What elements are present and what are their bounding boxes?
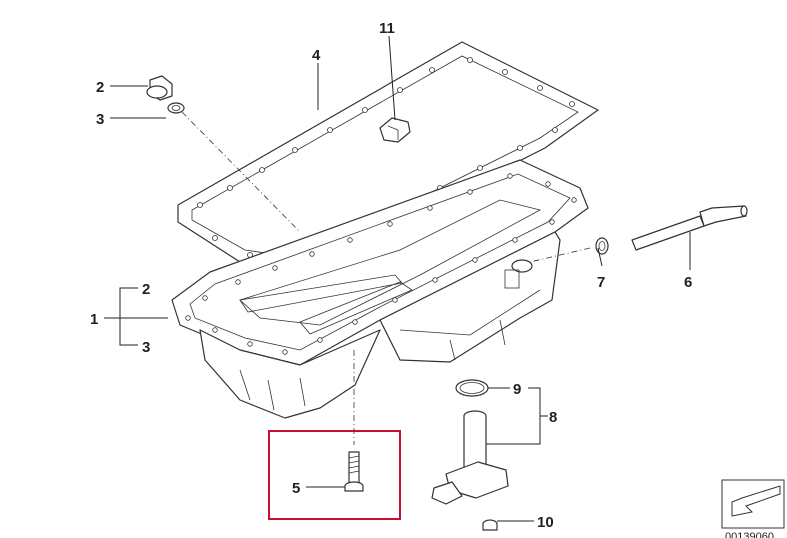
dipstick-tube [595, 205, 748, 255]
highlight-box [268, 430, 401, 520]
callout-2-bottom: 2 [142, 281, 150, 298]
reference-number: 00139060 [725, 531, 774, 538]
pan-bolt [344, 451, 364, 492]
callout-1: 1 [90, 311, 98, 328]
callout-10: 10 [537, 514, 554, 531]
callout-3-top: 3 [96, 111, 104, 128]
arrow-icon [731, 485, 781, 517]
callout-4: 4 [312, 47, 321, 64]
callout-5: 5 [292, 480, 300, 497]
callout-2-top: 2 [96, 79, 104, 96]
callout-labels: 11 4 2 3 1 2 3 7 6 9 8 5 10 [90, 20, 692, 531]
callout-8: 8 [549, 409, 557, 426]
callout-3-bottom: 3 [142, 339, 150, 356]
sensor-clip [379, 117, 411, 143]
callout-9: 9 [513, 381, 521, 398]
callout-6: 6 [684, 274, 692, 291]
oil-pan [171, 159, 589, 419]
leader-lines [104, 35, 691, 522]
drain-plug [146, 75, 185, 114]
callout-7: 7 [597, 274, 605, 291]
oil-level-sensor [431, 379, 509, 531]
callout-11: 11 [379, 20, 395, 37]
reference-box: 00139060 [721, 479, 785, 538]
